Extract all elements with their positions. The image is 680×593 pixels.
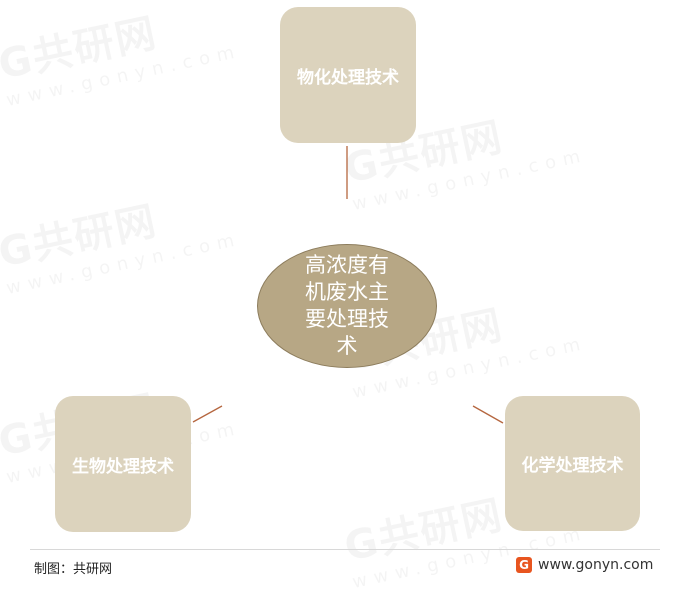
center-ellipse: 高浓度有机废水主要处理技术 — [257, 244, 437, 368]
website-link[interactable]: www.gonyn.com — [538, 557, 654, 573]
connector-left — [192, 405, 223, 423]
node-chemical-treatment: 化学处理技术 — [505, 396, 640, 531]
node-label: 生物处理技术 — [72, 456, 174, 477]
connector-right — [472, 405, 504, 424]
source-credit: 制图：共研网 — [34, 562, 113, 577]
center-label: 高浓度有机废水主要处理技术 — [305, 253, 389, 358]
node-label: 物化处理技术 — [297, 67, 399, 88]
node-label: 化学处理技术 — [521, 456, 624, 476]
node-biological-treatment: 生物处理技术 — [55, 396, 191, 532]
gonyn-logo-icon: G — [516, 557, 532, 573]
node-physicochemical-treatment: 物化处理技术 — [280, 7, 416, 143]
footer-divider — [30, 549, 660, 550]
brand: G www.gonyn.com — [516, 557, 653, 573]
